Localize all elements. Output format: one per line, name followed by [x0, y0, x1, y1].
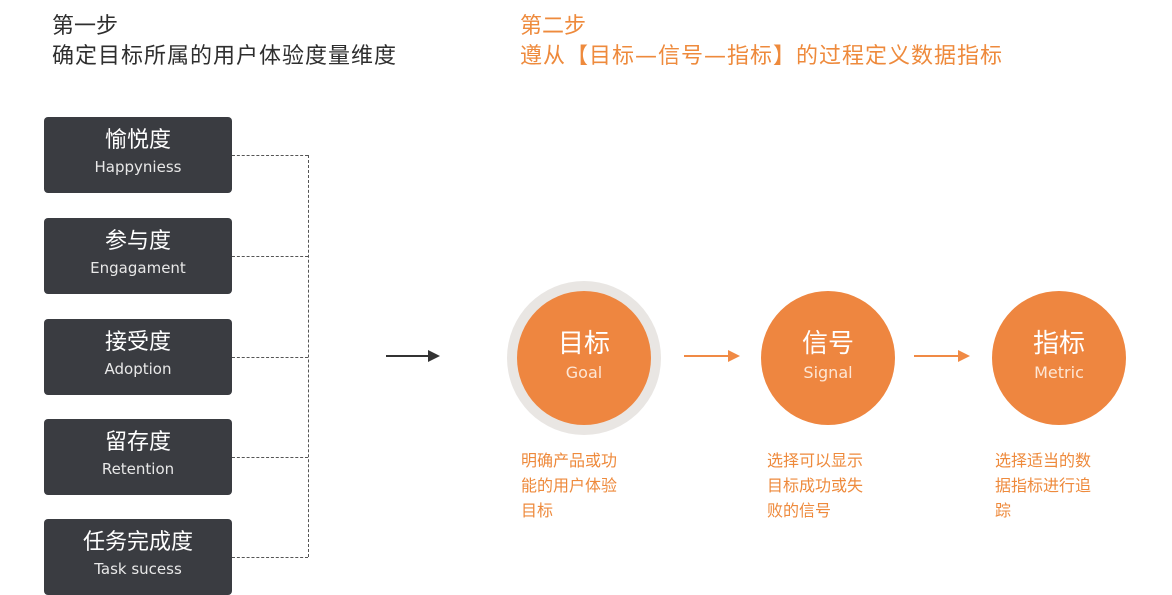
description-line: 据指标进行追 — [995, 476, 1092, 495]
step1-label: 第一步 — [52, 14, 119, 39]
description-line: 踪 — [995, 501, 1012, 520]
dimension-retention: 留存度 Retention — [44, 419, 232, 495]
description-line: 能的用户体验 — [521, 476, 618, 495]
dimension-en-label: Adoption — [104, 360, 172, 378]
description-line: 选择可以显示 — [767, 451, 864, 470]
stage-en-label: Goal — [565, 363, 603, 382]
connector-line — [232, 457, 308, 458]
metric-circle: 指标 Metric — [992, 291, 1126, 425]
dimension-en-label: Retention — [101, 460, 175, 478]
step1-title: 确定目标所属的用户体验度量维度 — [52, 44, 398, 69]
goal-description: 明确产品或功 能的用户体验 目标 — [521, 448, 661, 523]
stage-cn-label: 目标 — [557, 329, 610, 359]
dimension-en-label: Engagament — [90, 259, 186, 277]
description-line: 目标成功或失 — [767, 476, 864, 495]
step1-heading: 第一步 确定目标所属的用户体验度量维度 — [52, 12, 397, 72]
dimension-cn-label: 愉悦度 — [104, 128, 171, 153]
description-line: 明确产品或功 — [521, 451, 618, 470]
description-line: 目标 — [521, 501, 554, 520]
connector-line — [232, 357, 308, 358]
dimension-happiness: 愉悦度 Happyniess — [44, 117, 232, 193]
step2-label: 第二步 — [520, 14, 587, 39]
stage-cn-label: 信号 — [801, 329, 854, 359]
connector-line — [232, 557, 308, 558]
step2-heading: 第二步 遵从【目标—信号—指标】的过程定义数据指标 — [520, 12, 1003, 72]
dimension-engagement: 参与度 Engagament — [44, 218, 232, 294]
signal-circle: 信号 Signal — [761, 291, 895, 425]
dimension-cn-label: 任务完成度 — [82, 530, 193, 555]
description-line: 败的信号 — [767, 501, 832, 520]
dimension-adoption: 接受度 Adoption — [44, 319, 232, 395]
dimension-en-label: Task sucess — [94, 560, 182, 578]
dimension-task-success: 任务完成度 Task sucess — [44, 519, 232, 595]
dimension-cn-label: 接受度 — [104, 330, 171, 355]
connector-line — [232, 256, 308, 257]
dimension-cn-label: 留存度 — [104, 430, 171, 455]
stage-en-label: Signal — [803, 363, 853, 382]
dimension-cn-label: 参与度 — [104, 229, 171, 254]
goal-circle: 目标 Goal — [517, 291, 651, 425]
metric-description: 选择适当的数 据指标进行追 踪 — [995, 448, 1135, 523]
connector-line — [232, 155, 308, 156]
stage-en-label: Metric — [1034, 363, 1084, 382]
dimension-en-label: Happyniess — [94, 158, 182, 176]
description-line: 选择适当的数 — [995, 451, 1092, 470]
connector-bracket — [308, 155, 309, 557]
stage-cn-label: 指标 — [1032, 329, 1085, 359]
signal-description: 选择可以显示 目标成功或失 败的信号 — [767, 448, 907, 523]
step2-title: 遵从【目标—信号—指标】的过程定义数据指标 — [520, 44, 1004, 69]
